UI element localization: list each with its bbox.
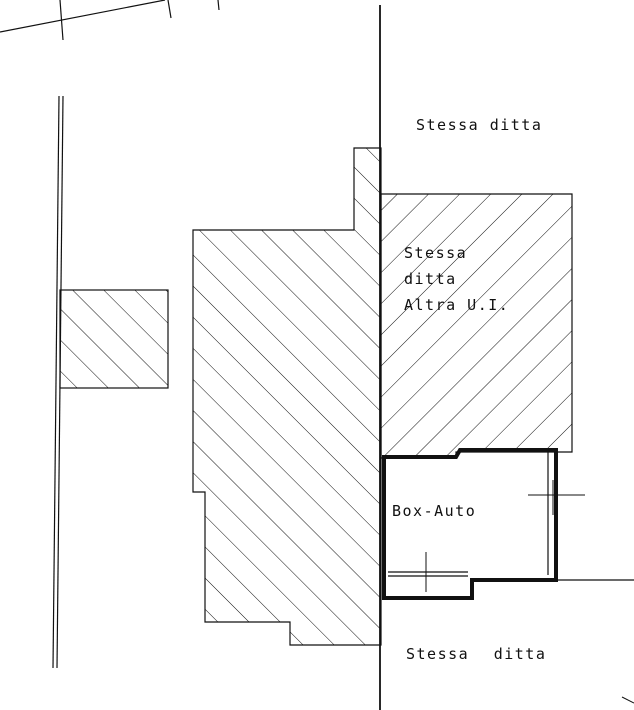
corner-tick bbox=[621, 696, 634, 704]
label-box-auto: Box-Auto bbox=[392, 502, 476, 520]
adjacent-unit-hatched bbox=[380, 193, 573, 459]
top-left-fragment-lines bbox=[0, 0, 220, 41]
label-adjacent-unit-line1: Stessa bbox=[404, 244, 467, 262]
box-auto-outline bbox=[382, 448, 558, 600]
label-top-right: Stessa ditta bbox=[416, 116, 542, 134]
crosshair-marks bbox=[425, 480, 585, 592]
main-hatched-building bbox=[192, 147, 382, 646]
label-bottom-right: Stessa ditta bbox=[406, 645, 546, 663]
label-adjacent-unit-line2: ditta bbox=[404, 270, 457, 288]
small-hatched-block bbox=[59, 289, 169, 389]
label-adjacent-unit-line3: Altra U.I. bbox=[404, 296, 509, 314]
